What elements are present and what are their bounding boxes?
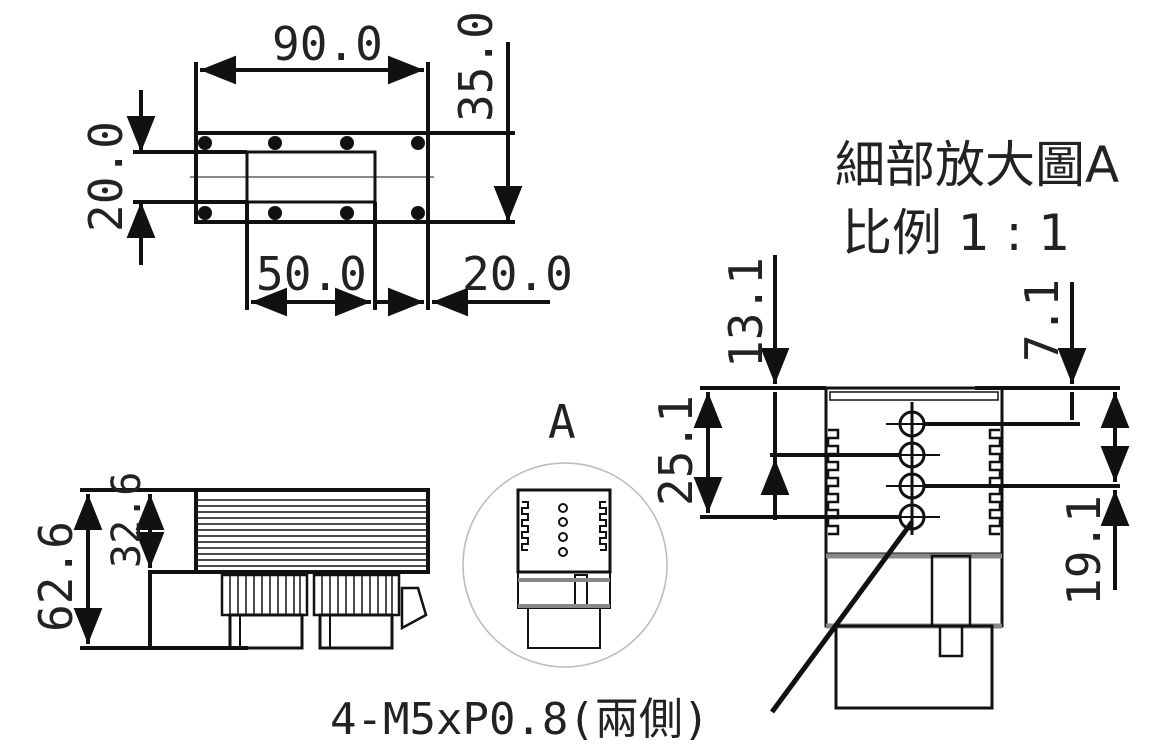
bolt-holes [198, 136, 425, 220]
dim-20-bottom: 20.0 [462, 247, 573, 301]
detail-view [693, 255, 1130, 714]
dim-19-1: 19.1 [1057, 495, 1111, 606]
dim-7-1: 7.1 [1015, 279, 1069, 362]
side-view-body [194, 488, 430, 574]
detail-scale: 比例 1 : 1 [842, 204, 1070, 262]
top-view [126, 42, 550, 317]
thread-callout: 4-M5xP0.8(兩側) [330, 694, 709, 745]
detail-circle [462, 462, 668, 668]
detail-label: A [548, 395, 576, 449]
dim-32-6: 32.6 [104, 472, 150, 568]
side-view [73, 488, 430, 650]
dim-62-6: 62.6 [29, 521, 83, 632]
callout-leader [769, 520, 915, 714]
dim-25-1: 25.1 [649, 395, 703, 506]
lower-fins [220, 573, 401, 617]
detail-reference [462, 462, 668, 668]
fins [198, 499, 426, 567]
dim-35: 35.0 [449, 11, 503, 122]
dim-50: 50.0 [256, 247, 367, 301]
dim-20-left: 20.0 [79, 121, 133, 232]
dim-90: 90.0 [272, 17, 383, 71]
detail-title: 細部放大圖A [835, 136, 1119, 194]
dim-13-1: 13.1 [719, 257, 773, 368]
